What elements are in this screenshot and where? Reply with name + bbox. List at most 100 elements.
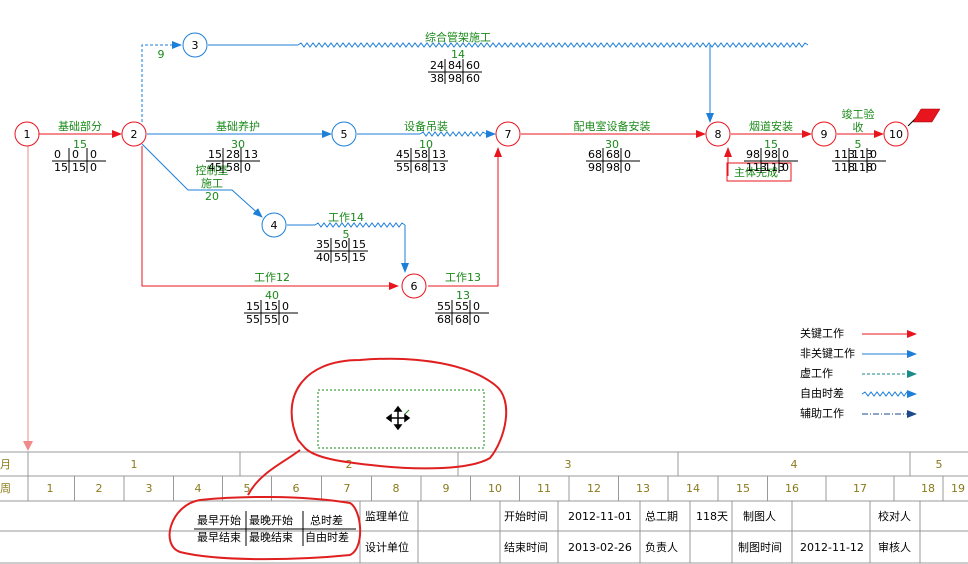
milestone-box[interactable]	[726, 162, 792, 182]
time-value: 58	[414, 148, 428, 161]
time-value: 0	[282, 300, 289, 313]
week-cell: 8	[393, 482, 400, 495]
annotation-circle	[290, 357, 508, 470]
week-cell: 13	[636, 482, 650, 495]
activity-name-wrapped: 控制室施工	[196, 163, 229, 190]
node-4[interactable]: 4	[261, 212, 287, 238]
time-value: 113	[746, 161, 767, 174]
time-value: 15	[72, 161, 86, 174]
week-cell: 18	[921, 482, 935, 495]
time-value: 98	[448, 72, 462, 85]
week-cell: 15	[736, 482, 750, 495]
start-value: 2012-11-01	[568, 510, 632, 523]
activity-name: 配电室设备安装	[574, 119, 651, 133]
draw-time-value: 2012-11-12	[800, 541, 864, 554]
time-value: 60	[466, 72, 480, 85]
node-5[interactable]: 5	[331, 121, 357, 147]
activity-duration: 20	[205, 190, 219, 203]
time-value: 98	[606, 161, 620, 174]
time-value: 55	[246, 313, 260, 326]
node-6[interactable]: 6	[401, 273, 427, 299]
svg-text:3: 3	[192, 39, 199, 52]
activity-duration: 5	[855, 138, 862, 151]
time-value: 55	[264, 313, 278, 326]
time-value: 68	[455, 313, 469, 326]
edge-2-4[interactable]	[141, 143, 263, 218]
activity-name: 工作14	[328, 211, 364, 224]
time-value: 0	[473, 313, 480, 326]
time-value: 0	[782, 148, 789, 161]
time-axis-arrow	[23, 441, 33, 451]
time-value: 0	[782, 161, 789, 174]
activity-name: 设备吊装	[404, 119, 448, 133]
node-10[interactable]: 10	[883, 121, 909, 147]
activity-duration: 13	[456, 289, 470, 302]
week-cell: 2	[96, 482, 103, 495]
start-label: 开始时间	[504, 509, 548, 523]
move-cursor-icon	[385, 405, 411, 431]
time-value: 84	[448, 59, 462, 72]
node-7[interactable]: 7	[495, 121, 521, 147]
edge-2-3-dummy[interactable]	[141, 41, 182, 122]
month-cell: 2	[346, 458, 353, 471]
time-value: 15	[208, 148, 222, 161]
week-cell: 10	[488, 482, 502, 495]
time-value: 113	[852, 148, 873, 161]
node-9[interactable]: 9	[811, 121, 837, 147]
time-value: 55	[437, 300, 451, 313]
time-value: 0	[244, 161, 251, 174]
time-value: 68	[437, 313, 451, 326]
end-value: 2013-02-26	[568, 541, 632, 554]
month-cell: 4	[791, 458, 798, 471]
node-1[interactable]: 1	[14, 121, 40, 147]
activity-duration: 30	[231, 138, 245, 151]
node-3[interactable]: 3	[182, 32, 208, 58]
month-cell: 1	[131, 458, 138, 471]
time-value: 15	[352, 251, 366, 264]
activity-name-wrapped: 竣工验收	[842, 107, 875, 134]
svg-text:月: 月	[0, 458, 11, 471]
time-value: 98	[746, 148, 760, 161]
time-value: 0	[90, 148, 97, 161]
week-cell: 9	[443, 482, 450, 495]
svg-text:4: 4	[271, 219, 278, 232]
supervisor-label: 监理单位	[365, 509, 409, 523]
design-label: 设计单位	[365, 540, 409, 554]
svg-text:8: 8	[715, 128, 722, 141]
node-2[interactable]: 2	[121, 121, 147, 147]
time-value: 13	[432, 148, 446, 161]
time-value: 113	[764, 161, 785, 174]
svg-text:非关键工作: 非关键工作	[800, 346, 855, 360]
node-8[interactable]: 8	[705, 121, 731, 147]
activity-duration: 5	[343, 228, 350, 241]
reviewer-label: 审核人	[878, 540, 911, 554]
activity-name: 工作12	[254, 271, 290, 284]
time-value: 15	[352, 238, 366, 251]
edge-2-6[interactable]	[141, 146, 399, 290]
svg-text:最早结束: 最早结束	[197, 531, 241, 544]
annotation-connector	[247, 449, 301, 496]
time-value: 58	[226, 161, 240, 174]
activity-name: 基础养护	[216, 119, 260, 133]
selected-text-box[interactable]	[317, 389, 485, 449]
week-cell: 5	[244, 482, 251, 495]
time-value: 28	[226, 148, 240, 161]
resize-hint	[404, 409, 410, 415]
time-value: 68	[414, 161, 428, 174]
time-value: 45	[396, 148, 410, 161]
total-duration-value: 118天	[696, 510, 728, 523]
time-value: 50	[334, 238, 348, 251]
edge-6-7[interactable]	[428, 147, 502, 287]
week-cell: 6	[293, 482, 300, 495]
week-cell: 4	[195, 482, 202, 495]
end-label: 结束时间	[504, 541, 548, 554]
time-value: 55	[396, 161, 410, 174]
